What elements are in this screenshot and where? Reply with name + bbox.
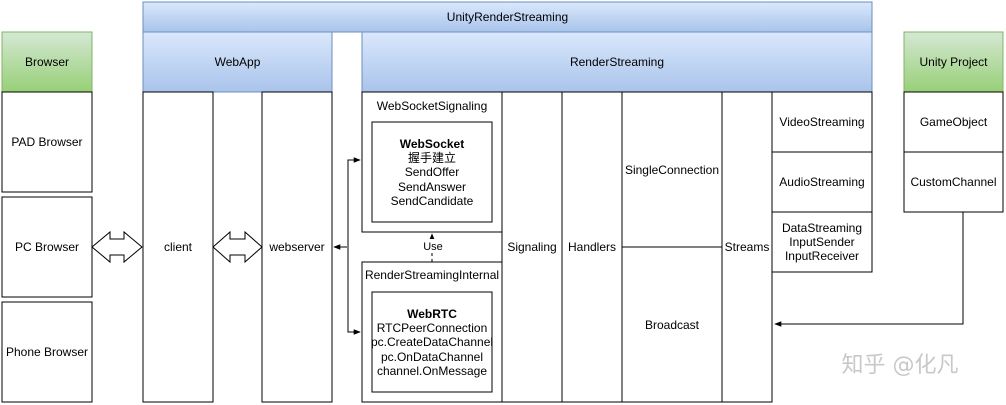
streams-column (721, 91, 773, 403)
webapp-title: WebApp (215, 55, 261, 69)
pad-browser-box (1, 91, 93, 193)
handlers-column (561, 91, 623, 403)
browser-client-double-arrow (91, 230, 143, 264)
unity-render-streaming-header (142, 1, 873, 33)
pc-browser-label: PC Browser (15, 240, 79, 254)
webrtc-inner-box (371, 291, 493, 393)
websocket-inner-title: WebSocket (400, 137, 464, 151)
webserver-label: webserver (268, 240, 324, 254)
webapp-header (142, 31, 333, 93)
watermark: 知乎 @化凡 (842, 353, 959, 378)
pc-browser-box (1, 196, 93, 298)
single-connection-box (621, 91, 723, 248)
phone-browser-box (1, 301, 93, 403)
render-streaming-title: RenderStreaming (570, 55, 664, 69)
audio-streaming-box (771, 151, 873, 213)
websocket-signaling-title: WebSocketSignaling (377, 99, 488, 113)
broadcast-label: Broadcast (645, 318, 700, 332)
custom-channel-box (903, 151, 1004, 213)
unity-to-broadcast-arrow (774, 212, 964, 327)
webrtc-line-peerconnection: RTCPeerConnection (377, 321, 488, 335)
signaling-column (501, 91, 563, 403)
pad-browser-label: PAD Browser (11, 135, 82, 149)
webrtc-inner-title: WebRTC (407, 307, 457, 321)
unity-project-header (903, 31, 1004, 93)
websocket-inner-box (371, 121, 493, 223)
internal-connector (347, 247, 361, 335)
input-receiver-label: InputReceiver (785, 249, 859, 263)
client-label: client (164, 240, 193, 254)
unity-render-streaming-title: UnityRenderStreaming (447, 10, 568, 24)
video-streaming-label: VideoStreaming (779, 115, 864, 129)
audio-streaming-label: AudioStreaming (779, 175, 864, 189)
websocket-line-sendcandidate: SendCandidate (391, 194, 474, 208)
gameobject-label: GameObject (920, 115, 988, 129)
websocket-line-sendoffer: SendOffer (405, 165, 459, 179)
handlers-column-label: Handlers (568, 240, 616, 254)
webrtc-line-onmessage: channel.OnMessage (377, 364, 487, 378)
render-streaming-internal-title: RenderStreamingInternal (365, 268, 499, 282)
browser-title: Browser (25, 55, 69, 69)
streams-column-label: Streams (725, 240, 770, 254)
webserver-box (261, 91, 333, 403)
client-box (142, 91, 214, 403)
use-label: Use (423, 241, 443, 253)
single-connection-label: SingleConnection (625, 163, 719, 177)
input-sender-label: InputSender (789, 235, 854, 249)
signaling-internal-connector (347, 157, 361, 247)
webrtc-line-ondatachannel: pc.OnDataChannel (381, 350, 483, 364)
websocket-line-sendanswer: SendAnswer (398, 180, 466, 194)
use-label-bg (421, 239, 445, 253)
webrtc-line-createdatachannel: pc.CreateDataChannel (371, 335, 493, 349)
data-streaming-label: DataStreaming (782, 221, 862, 235)
client-webserver-double-arrow (212, 230, 263, 264)
gameobject-box (903, 91, 1004, 153)
custom-channel-label: CustomChannel (910, 175, 996, 189)
render-streaming-header (361, 31, 873, 93)
websocket-line-handshake: 握手建立 (408, 150, 456, 165)
video-streaming-box (771, 91, 873, 153)
unity-project-title: Unity Project (919, 55, 988, 69)
browser-header (1, 31, 93, 93)
data-streaming-box (771, 211, 873, 273)
signaling-column-label: Signaling (507, 240, 556, 254)
broadcast-box (621, 246, 723, 403)
phone-browser-label: Phone Browser (6, 345, 88, 359)
